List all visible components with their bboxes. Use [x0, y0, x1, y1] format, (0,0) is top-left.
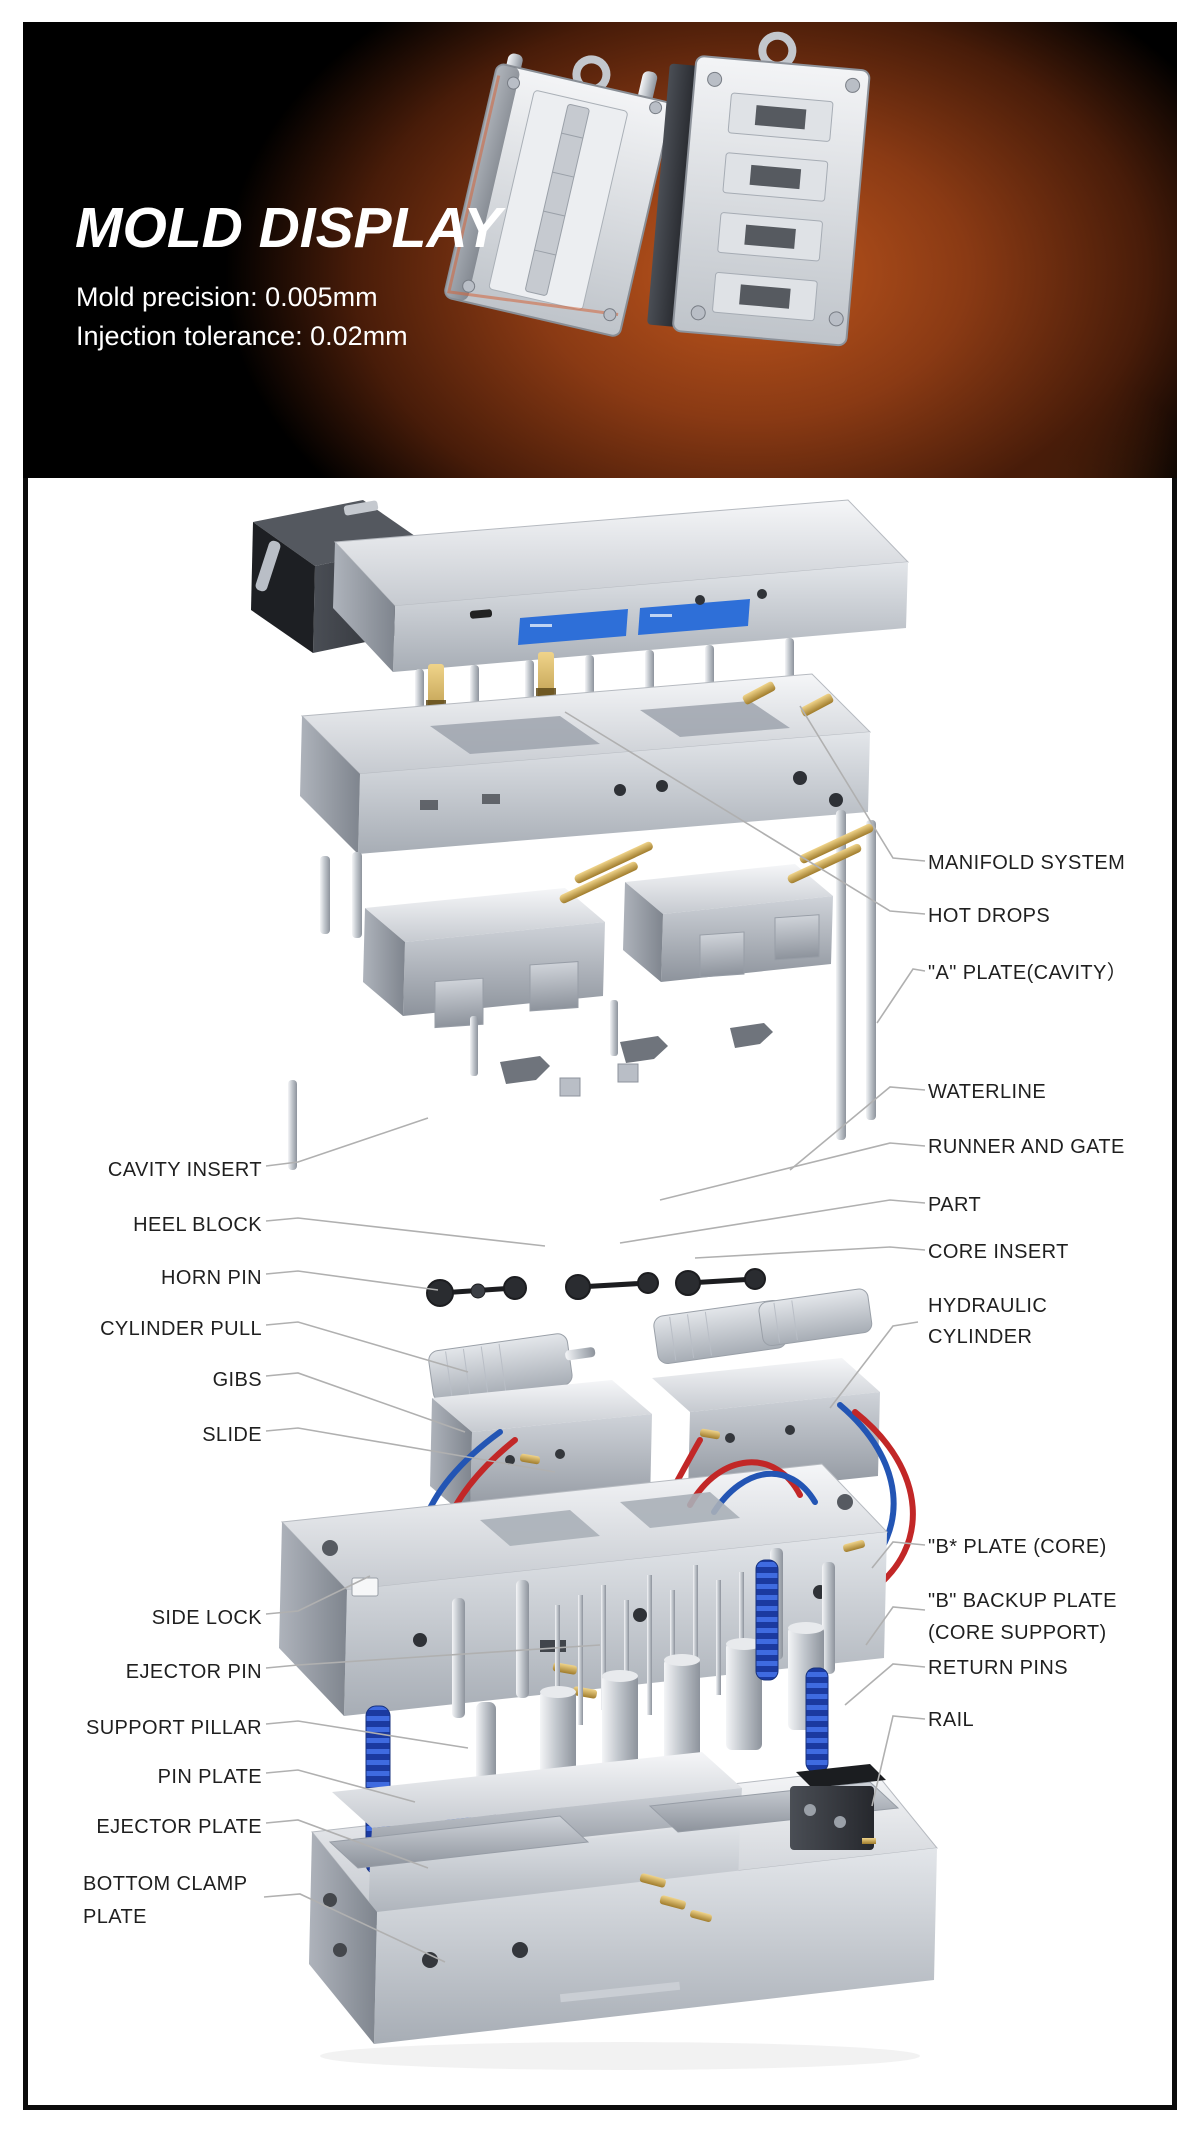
label-hydraulic-cylinder: HYDRAULIC CYLINDER	[928, 1295, 1048, 1348]
hero-banner: MOLD DISPLAY Mold precision: 0.005mm Inj…	[23, 22, 1177, 478]
label-manifold-system: MANIFOLD SYSTEM	[928, 852, 1126, 874]
label-side-lock: SIDE LOCK	[151, 1607, 262, 1629]
label-pin-plate: PIN PLATE	[157, 1766, 262, 1788]
label-gibs: GIBS	[212, 1369, 262, 1391]
hero-mold-photos	[444, 31, 871, 347]
mold-photo-left	[444, 53, 673, 337]
label-horn-pin: HORN PIN	[161, 1267, 262, 1289]
label-runner-and-gate: RUNNER AND GATE	[928, 1136, 1125, 1158]
label-waterline: WATERLINE	[928, 1081, 1047, 1103]
label-b-plate-core: "B* PLATE (CORE)	[928, 1536, 1107, 1558]
label-part: PART	[928, 1194, 982, 1216]
label-rail: RAIL	[928, 1709, 975, 1731]
label-ejector-plate: EJECTOR PLATE	[96, 1816, 262, 1838]
label-bottom-clamp-plate: BOTTOM CLAMP PLATE	[83, 1873, 248, 1928]
label-a-plate-cavity: "A" PLATE(CAVITY）	[928, 962, 1128, 984]
hero-specs: Mold precision: 0.005mm Injection tolera…	[76, 278, 408, 356]
label-core-insert: CORE INSERT	[928, 1241, 1069, 1263]
label-ejector-pin: EJECTOR PIN	[125, 1661, 262, 1683]
label-support-pillar: SUPPORT PILLAR	[85, 1717, 262, 1739]
label-b-backup-plate: "B" BACKUP PLATE (CORE SUPPORT)	[928, 1590, 1117, 1644]
label-heel-block: HEEL BLOCK	[133, 1214, 262, 1236]
label-slide: SLIDE	[202, 1424, 262, 1446]
hero-title: MOLD DISPLAY	[75, 196, 502, 260]
label-hot-drops: HOT DROPS	[928, 905, 1051, 927]
label-cylinder-pull: CYLINDER PULL	[100, 1318, 262, 1340]
mold-photo-right	[647, 31, 871, 347]
hero-spec-tolerance: Injection tolerance: 0.02mm	[76, 321, 408, 351]
hero-spec-precision: Mold precision: 0.005mm	[76, 282, 378, 312]
label-cavity-insert: CAVITY INSERT	[107, 1159, 262, 1181]
label-return-pins: RETURN PINS	[928, 1657, 1068, 1679]
